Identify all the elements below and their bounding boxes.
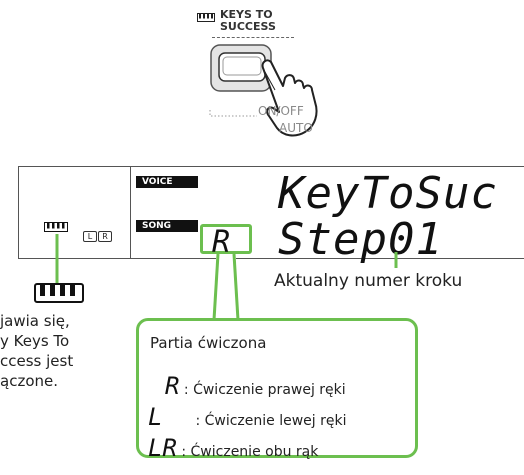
lcd-left-border <box>18 166 19 258</box>
keyboard-icon-large <box>34 283 84 303</box>
legend-item-right: R : Ćwiczenie prawej ręki <box>165 374 346 398</box>
keyboard-indicator-icon <box>44 222 68 232</box>
part-indicator: R <box>212 225 232 260</box>
legend-item-both: LR : Ćwiczenie obu rąk <box>148 436 318 460</box>
description-line-1: jawia się, <box>0 312 70 330</box>
on-off-label: ON/OFF <box>258 104 304 118</box>
legend-text-left: : Ćwiczenie lewej ręki <box>195 413 347 429</box>
callout-title: Partia ćwiczona <box>150 334 267 352</box>
legend-text-both: : Ćwiczenie obu rąk <box>181 444 319 460</box>
label-line1: KEYS TO <box>220 8 273 21</box>
part-indicator-highlight <box>200 224 252 254</box>
keys-to-success-label: KEYS TO SUCCESS <box>220 9 276 33</box>
description-line-2: y Keys To <box>0 332 70 350</box>
lcd-bottom-border <box>18 258 524 259</box>
keys-to-success-button[interactable] <box>205 40 335 140</box>
keyboard-indicator-description: jawia się, y Keys To ccess jest ączone. <box>0 311 73 391</box>
voice-tag: VOICE <box>136 176 198 188</box>
label-line2: SUCCESS <box>220 20 276 33</box>
step-number-label: Aktualny numer kroku <box>274 271 463 291</box>
description-line-3: ccess jest <box>0 352 74 370</box>
description-line-4: ączone. <box>0 372 58 390</box>
song-tag: SONG <box>136 220 198 232</box>
lcd-line-1: KeyToSuc <box>278 168 498 219</box>
practice-part-callout <box>136 318 418 458</box>
legend-symbol-both: LR <box>148 434 177 462</box>
lcd-top-border <box>18 166 524 167</box>
legend-symbol-right: R <box>165 372 180 400</box>
legend-item-left: L : Ćwiczenie lewej ręki <box>148 405 347 429</box>
legend-symbol-left: L <box>148 403 163 431</box>
lcd-line-2: Step01 <box>278 214 443 265</box>
left-hand-indicator: L <box>83 231 97 242</box>
lcd-divider <box>130 166 131 258</box>
label-divider <box>212 37 294 38</box>
keyboard-icon <box>197 13 215 22</box>
legend-text-right: : Ćwiczenie prawej ręki <box>183 382 346 398</box>
auto-label: AUTO <box>279 121 313 135</box>
right-hand-indicator: R <box>98 231 112 242</box>
